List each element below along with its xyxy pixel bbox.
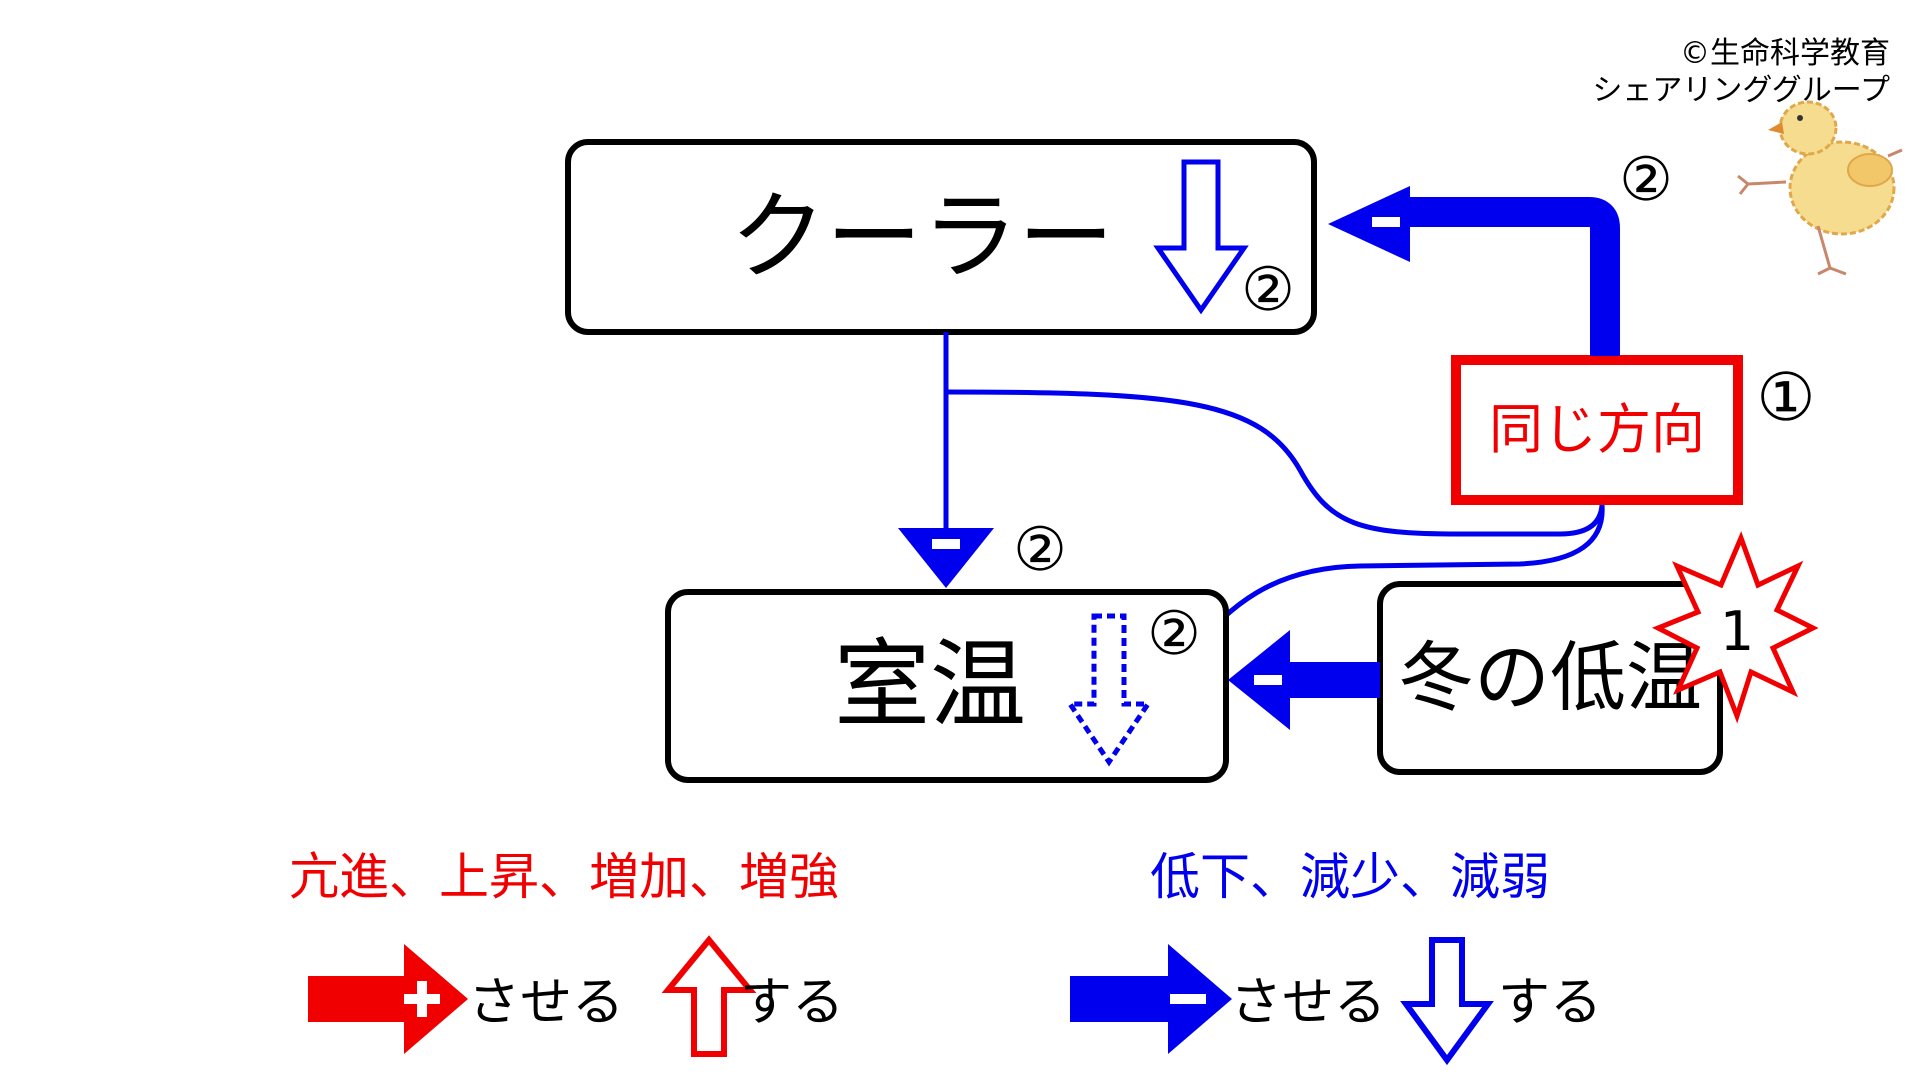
legend-blue-inhibit-arrow-icon xyxy=(1070,944,1232,1054)
legend-blue-decrease-hollow-arrow-icon xyxy=(1400,937,1494,1066)
cooler-arrow-step-two-marker: ② xyxy=(1619,145,1673,215)
legend-increase-do-label: する xyxy=(740,973,844,1033)
winter-low-temperature-box: 冬の低温 xyxy=(1377,581,1723,775)
winter-low-temperature-label: 冬の低温 xyxy=(1398,633,1702,722)
cooler-to-same-direction-curve xyxy=(945,389,1605,537)
cooler-label: クーラー xyxy=(730,181,1114,293)
legend-increase-heading: 亢進、上昇、増加、増強 xyxy=(289,848,839,906)
winter-to-room-inhibit-arrow xyxy=(1228,630,1380,730)
cooler-box: クーラー ② xyxy=(565,139,1317,335)
room-temperature-decrease-dotted-arrow-icon xyxy=(1065,613,1153,767)
cooler-to-room-inhibit-arrow xyxy=(898,332,994,588)
credit-line-2: シェアリンググループ xyxy=(1592,73,1890,108)
legend-increase-make-label: させる xyxy=(468,973,624,1033)
room-temperature-label: 室温 xyxy=(834,629,1026,741)
legend-red-promote-arrow-icon xyxy=(308,944,468,1054)
starburst-step-one-icon: 1 xyxy=(1651,531,1819,724)
cooler-decrease-arrow-icon xyxy=(1153,159,1249,315)
legend-decrease-do-label: する xyxy=(1498,973,1602,1033)
starburst-number: 1 xyxy=(1720,600,1754,663)
room-temperature-step-two-marker: ② xyxy=(1147,599,1201,669)
credit-line-1: ©生命科学教育 xyxy=(1680,36,1890,71)
same-direction-step-one-marker: ① xyxy=(1756,359,1815,436)
legend-decrease-heading: 低下、減少、減弱 xyxy=(1150,848,1550,906)
same-direction-box: 同じ方向 xyxy=(1451,355,1743,505)
cooler-step-two-marker: ② xyxy=(1241,255,1295,325)
same-direction-label: 同じ方向 xyxy=(1489,398,1705,461)
room-temperature-box: 室温 ② xyxy=(665,589,1229,783)
legend-decrease-make-label: させる xyxy=(1230,973,1386,1033)
chick-mascot-illustration xyxy=(1737,100,1903,276)
legend-red-increase-hollow-arrow-icon xyxy=(661,935,757,1057)
room-arrow-step-two-marker: ② xyxy=(1013,515,1067,585)
inhibit-arrow-to-cooler xyxy=(1328,186,1620,356)
